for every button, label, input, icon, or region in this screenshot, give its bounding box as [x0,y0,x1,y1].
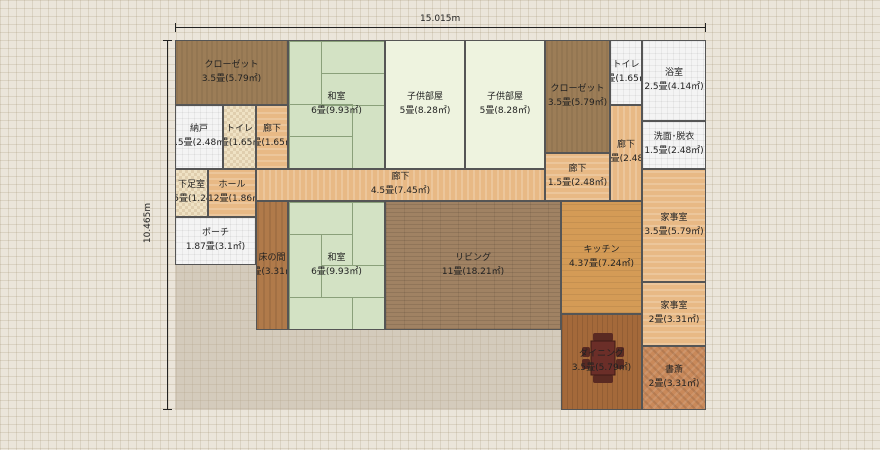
width-dimension-line [175,27,706,28]
room-bath[interactable]: 浴室 2.5畳(4.14㎡) [642,40,706,121]
room-name: クローゼット [550,83,605,94]
room-size: 2.5畳(4.14㎡) [644,81,704,92]
room-size: 5畳(8.28㎡) [399,105,451,116]
lot-shadow-bottom [256,330,561,410]
room-name: トイレ [225,124,253,135]
room-name: 床の間 [258,252,286,263]
room-name: 書斎 [664,365,683,376]
room-name: トイレ [612,59,640,70]
room-shoes[interactable]: 下足室 0.75畳(1.24㎡) [175,169,208,217]
room-name: 和室 [327,252,346,263]
room-name: 廊下 [262,124,281,135]
dining-table-icon [582,333,624,383]
room-size: 6畳(9.93㎡) [311,105,362,116]
room-entry-hall[interactable]: ホール 1.12畳(1.86㎡) [208,169,256,217]
room-hall-1[interactable]: 廊下 1畳(1.65㎡) [256,105,288,169]
room-closet-1[interactable]: クローゼット 3.5畳(5.79㎡) [175,40,288,105]
room-name: ホール [218,180,246,191]
room-size: 4.37畳(7.24㎡) [568,258,635,269]
room-size: 1.12畳(1.86㎡) [208,194,255,204]
height-dimension-line [167,40,168,410]
room-washroom[interactable]: 洗面･脱衣 1.5畳(2.48㎡) [642,121,706,169]
room-porch[interactable]: ポーチ 1.87畳(3.1㎡) [175,217,256,265]
room-name: 下足室 [177,180,205,191]
room-size: 4.5畳(7.45㎡) [370,186,431,196]
room-size: 1.87畳(3.1㎡) [185,242,246,252]
height-dimension-label: 10.465m [143,202,154,244]
room-size: 1畳(1.65㎡) [257,138,287,148]
room-housework-1[interactable]: 家事室 3.5畳(5.79㎡) [642,169,706,282]
room-name: 和室 [327,91,346,102]
room-hall-main[interactable]: 廊下 4.5畳(7.45㎡) [256,169,545,201]
room-name: ポーチ [201,228,229,239]
room-name: 廊下 [568,164,587,175]
room-housework-2[interactable]: 家事室 2畳(3.31㎡) [642,282,706,346]
room-name: 洗面･脱衣 [653,132,695,143]
room-name: クローゼット [204,59,259,70]
room-size: 1.5畳(2.48㎡) [610,154,641,164]
room-size: 2畳(3.31㎡) [648,315,700,325]
room-size: 1畳(1.65㎡) [611,73,641,84]
room-washitsu-2[interactable]: 和室 6畳(9.93㎡) [288,201,385,330]
room-washitsu-1[interactable]: 和室 6畳(9.93㎡) [288,40,385,169]
room-name: 家事室 [660,301,688,312]
room-toilet-2[interactable]: トイレ 1畳(1.65㎡) [223,105,256,169]
room-storage[interactable]: 納戸 1.5畳(2.48㎡) [175,105,223,169]
room-name: 廊下 [616,140,635,151]
room-size: 1.5畳(2.48㎡) [175,138,222,148]
room-hall-small[interactable]: 廊下 1.5畳(2.48㎡) [545,153,610,201]
room-closet-2[interactable]: クローゼット 3.5畳(5.79㎡) [545,40,610,153]
width-dimension-tick-left [175,23,176,32]
width-dimension-tick-right [705,23,706,32]
room-tokonoma[interactable]: 床の間 2畳(3.31㎡) [256,201,288,330]
room-name: 浴室 [664,67,683,78]
room-size: 6畳(9.93㎡) [311,266,362,277]
room-size: 3.5畳(5.79㎡) [571,363,632,373]
room-size: 11畳(18.21㎡) [441,266,505,277]
room-name: 子供部屋 [486,91,523,102]
room-kids-2[interactable]: 子供部屋 5畳(8.28㎡) [465,40,545,169]
height-dimension-tick-bottom [163,409,172,410]
room-size: 1.5畳(2.48㎡) [644,146,704,156]
room-size: 3.5畳(5.79㎡) [547,97,608,108]
height-dimension-tick-top [163,40,172,41]
room-size: 1畳(1.65㎡) [224,138,255,148]
room-name: リビング [454,252,491,263]
room-size: 0.75畳(1.24㎡) [175,194,207,204]
lot-shadow-left [175,265,256,410]
room-dining[interactable]: ダイニング 3.5畳(5.79㎡) [561,314,642,410]
room-size: 5畳(8.28㎡) [479,105,531,116]
room-name: 廊下 [391,172,410,183]
room-toilet-1[interactable]: トイレ 1畳(1.65㎡) [610,40,642,105]
room-size: 2畳(3.31㎡) [648,379,700,389]
room-size: 3.5畳(5.79㎡) [644,226,704,237]
room-name: 子供部屋 [406,91,443,102]
room-living[interactable]: リビング 11畳(18.21㎡) [385,201,561,330]
width-dimension-label: 15.015m [420,14,461,24]
room-size: 2畳(3.31㎡) [257,266,287,277]
room-name: 納戸 [189,124,208,135]
room-name: ダイニング [578,349,624,360]
room-kitchen[interactable]: キッチン 4.37畳(7.24㎡) [561,201,642,314]
room-name: 家事室 [660,212,688,223]
room-hall-right[interactable]: 廊下 1.5畳(2.48㎡) [610,105,642,201]
room-size: 3.5畳(5.79㎡) [201,73,262,84]
room-name: キッチン [583,244,620,255]
room-study[interactable]: 書斎 2畳(3.31㎡) [642,346,706,410]
room-size: 1.5畳(2.48㎡) [547,178,608,188]
room-kids-1[interactable]: 子供部屋 5畳(8.28㎡) [385,40,465,169]
